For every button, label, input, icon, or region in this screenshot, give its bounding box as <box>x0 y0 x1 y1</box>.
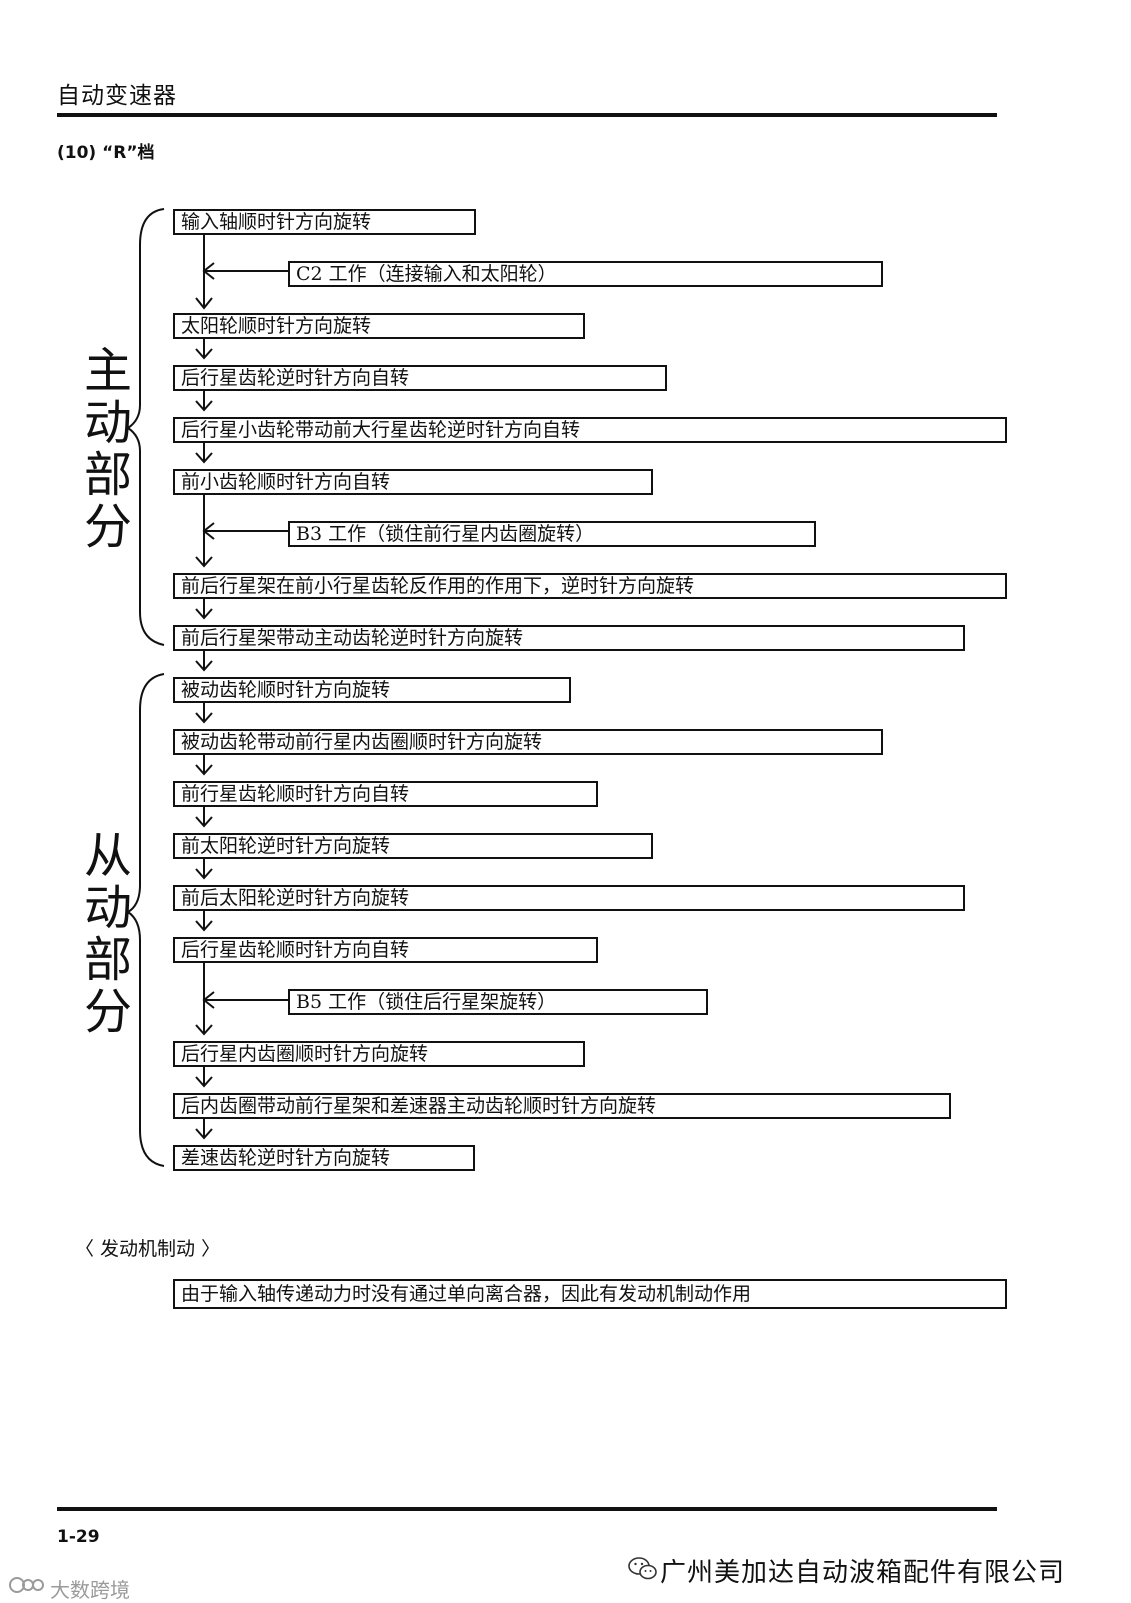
driving-part-brace <box>126 208 165 646</box>
flow-step: 前后行星架在前小行星齿轮反作用的作用下，逆时针方向旋转 <box>173 573 1007 599</box>
company-name: 广州美加达自动波箱配件有限公司 <box>660 1558 1066 1588</box>
flow-step: 太阳轮顺时针方向旋转 <box>173 313 585 339</box>
engine-braking-heading: 〈 发动机制动 〉 <box>75 1238 221 1260</box>
flow-step: 后行星小齿轮带动前大行星齿轮逆时针方向自转 <box>173 417 1007 443</box>
flow-step: 前后行星架带动主动齿轮逆时针方向旋转 <box>173 625 965 651</box>
driven-part-brace <box>126 673 165 1167</box>
flow-step: 被动齿轮带动前行星内齿圈顺时针方向旋转 <box>173 729 883 755</box>
flow-step: 后行星齿轮逆时针方向自转 <box>173 365 667 391</box>
header-rule <box>57 113 997 117</box>
flow-step: 前后太阳轮逆时针方向旋转 <box>173 885 965 911</box>
driven-part-label: 从动部分 <box>75 830 131 1038</box>
header-title: 自动变速器 <box>57 83 177 109</box>
watermark-text: 大数跨境 <box>50 1578 130 1602</box>
wechat-icon <box>628 1557 657 1580</box>
driving-part-label: 主动部分 <box>75 345 131 553</box>
footer-rule <box>57 1507 997 1511</box>
watermark-logo-icon <box>9 1577 44 1593</box>
flow-step: 输入轴顺时针方向旋转 <box>173 209 476 235</box>
flow-step-condition: B5 工作（锁住后行星架旋转） <box>288 989 708 1015</box>
section-title: (10) “R”档 <box>57 143 155 163</box>
flow-step: 后行星内齿圈顺时针方向旋转 <box>173 1041 585 1067</box>
flow-step-condition: C2 工作（连接输入和太阳轮） <box>288 261 883 287</box>
flow-step: 后内齿圈带动前行星架和差速器主动齿轮顺时针方向旋转 <box>173 1093 951 1119</box>
flow-step-condition: B3 工作（锁住前行星内齿圈旋转） <box>288 521 816 547</box>
flow-step: 前太阳轮逆时针方向旋转 <box>173 833 653 859</box>
flow-step: 差速齿轮逆时针方向旋转 <box>173 1145 475 1171</box>
flow-step: 被动齿轮顺时针方向旋转 <box>173 677 571 703</box>
page-number: 1-29 <box>57 1527 100 1547</box>
engine-braking-note: 由于输入轴传递动力时没有通过单向离合器，因此有发动机制动作用 <box>173 1279 1007 1309</box>
flow-step: 后行星齿轮顺时针方向自转 <box>173 937 598 963</box>
flow-step: 前行星齿轮顺时针方向自转 <box>173 781 598 807</box>
flow-step: 前小齿轮顺时针方向自转 <box>173 469 653 495</box>
